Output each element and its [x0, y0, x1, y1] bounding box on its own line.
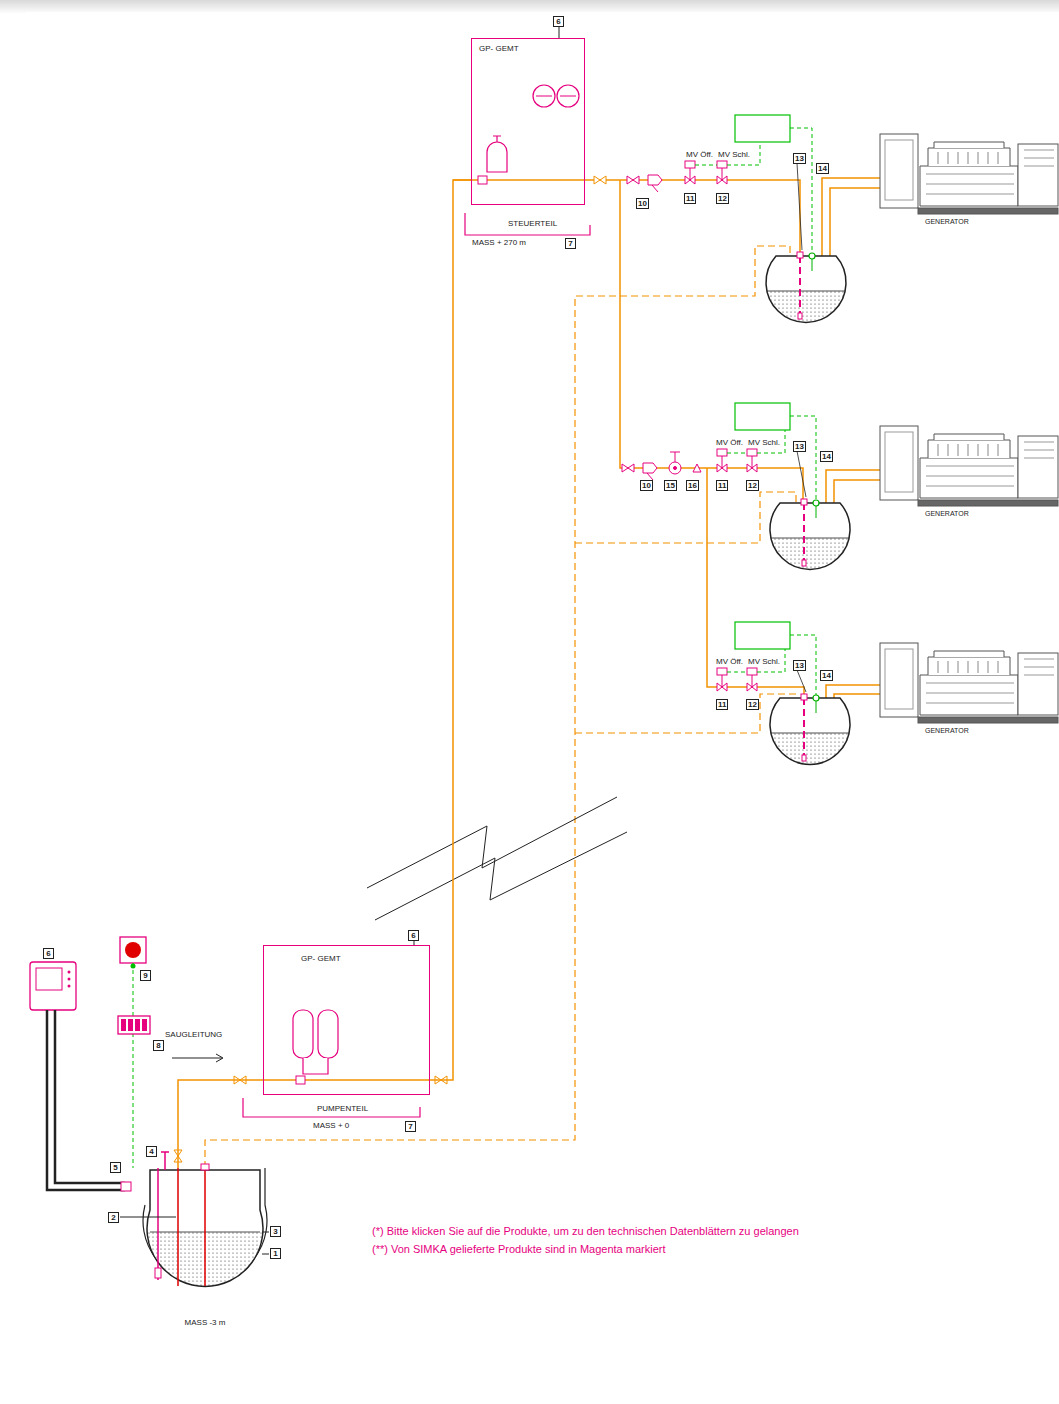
pump-unit-box: GP- GEMT: [263, 945, 430, 1095]
callout-number: 11: [684, 193, 696, 204]
generator: GENERATOR: [878, 420, 1048, 518]
node-label: GP- GEMT: [301, 954, 392, 963]
valve-label: MV Öff.: [686, 150, 713, 160]
callout-number: 6: [43, 948, 54, 959]
generator: GENERATOR: [878, 128, 1048, 226]
callout-number: 11: [716, 699, 728, 710]
height-label: MASS + 0: [313, 1121, 349, 1131]
callout-number: 7: [405, 1121, 416, 1132]
callout-number: 6: [553, 16, 564, 27]
callout-number: 16: [686, 480, 699, 491]
node-label: GENERATOR: [925, 727, 1048, 735]
height-label: MASS + 270 m: [472, 238, 526, 248]
callout-number: 10: [640, 480, 653, 491]
callout-number: 12: [746, 480, 759, 491]
callout-number: 13: [793, 441, 806, 452]
callout-number: 5: [110, 1162, 121, 1173]
node-label: GENERATOR: [925, 218, 1048, 226]
valve-label: MV Schl.: [748, 438, 780, 448]
valve-label: MV Schl.: [718, 150, 750, 160]
pipe-connector: [430, 180, 471, 1080]
node-label: GP- GEMT: [479, 44, 577, 53]
callout-number: 4: [146, 1146, 157, 1157]
generator: GENERATOR: [878, 637, 1048, 735]
callout-number: 14: [816, 163, 829, 174]
pipe-connector: [178, 1080, 263, 1168]
footnote: (**) Von SIMKA gelieferte Produkte sind …: [372, 1243, 665, 1256]
callout-number: 15: [664, 480, 677, 491]
valve-label: MV Schl.: [748, 657, 780, 667]
callout-number: 12: [746, 699, 759, 710]
line-label: SAUGLEITUNG: [165, 1030, 222, 1040]
valve-label: MV Öff.: [716, 657, 743, 667]
callout-number: 8: [153, 1040, 164, 1051]
footnote: (*) Bitte klicken Sie auf die Produkte, …: [372, 1225, 799, 1238]
callout-number: 13: [793, 153, 806, 164]
callout-number: 14: [820, 670, 833, 681]
callout-number: 14: [820, 451, 833, 462]
callout-number: 13: [793, 660, 806, 671]
part-label: PUMPENTEIL: [317, 1104, 368, 1114]
callout-number: 11: [716, 480, 728, 491]
callout-number: 9: [140, 970, 151, 981]
valve-label: MV Öff.: [716, 438, 743, 448]
control-unit-box: GP- GEMT: [471, 38, 585, 205]
callout-number: 3: [270, 1226, 281, 1237]
node-label: GENERATOR: [925, 510, 1048, 518]
callout-number: 1: [270, 1248, 281, 1259]
callout-number: 10: [636, 198, 649, 209]
part-label: STEUERTEIL: [508, 219, 557, 229]
callout-number: 12: [716, 193, 729, 204]
callout-number: 6: [408, 930, 419, 941]
main-tank: MASS -3 m: [140, 1168, 270, 1340]
callout-number: 2: [108, 1212, 119, 1223]
callout-number: 7: [565, 238, 576, 249]
node-label: MASS -3 m: [140, 1318, 270, 1327]
